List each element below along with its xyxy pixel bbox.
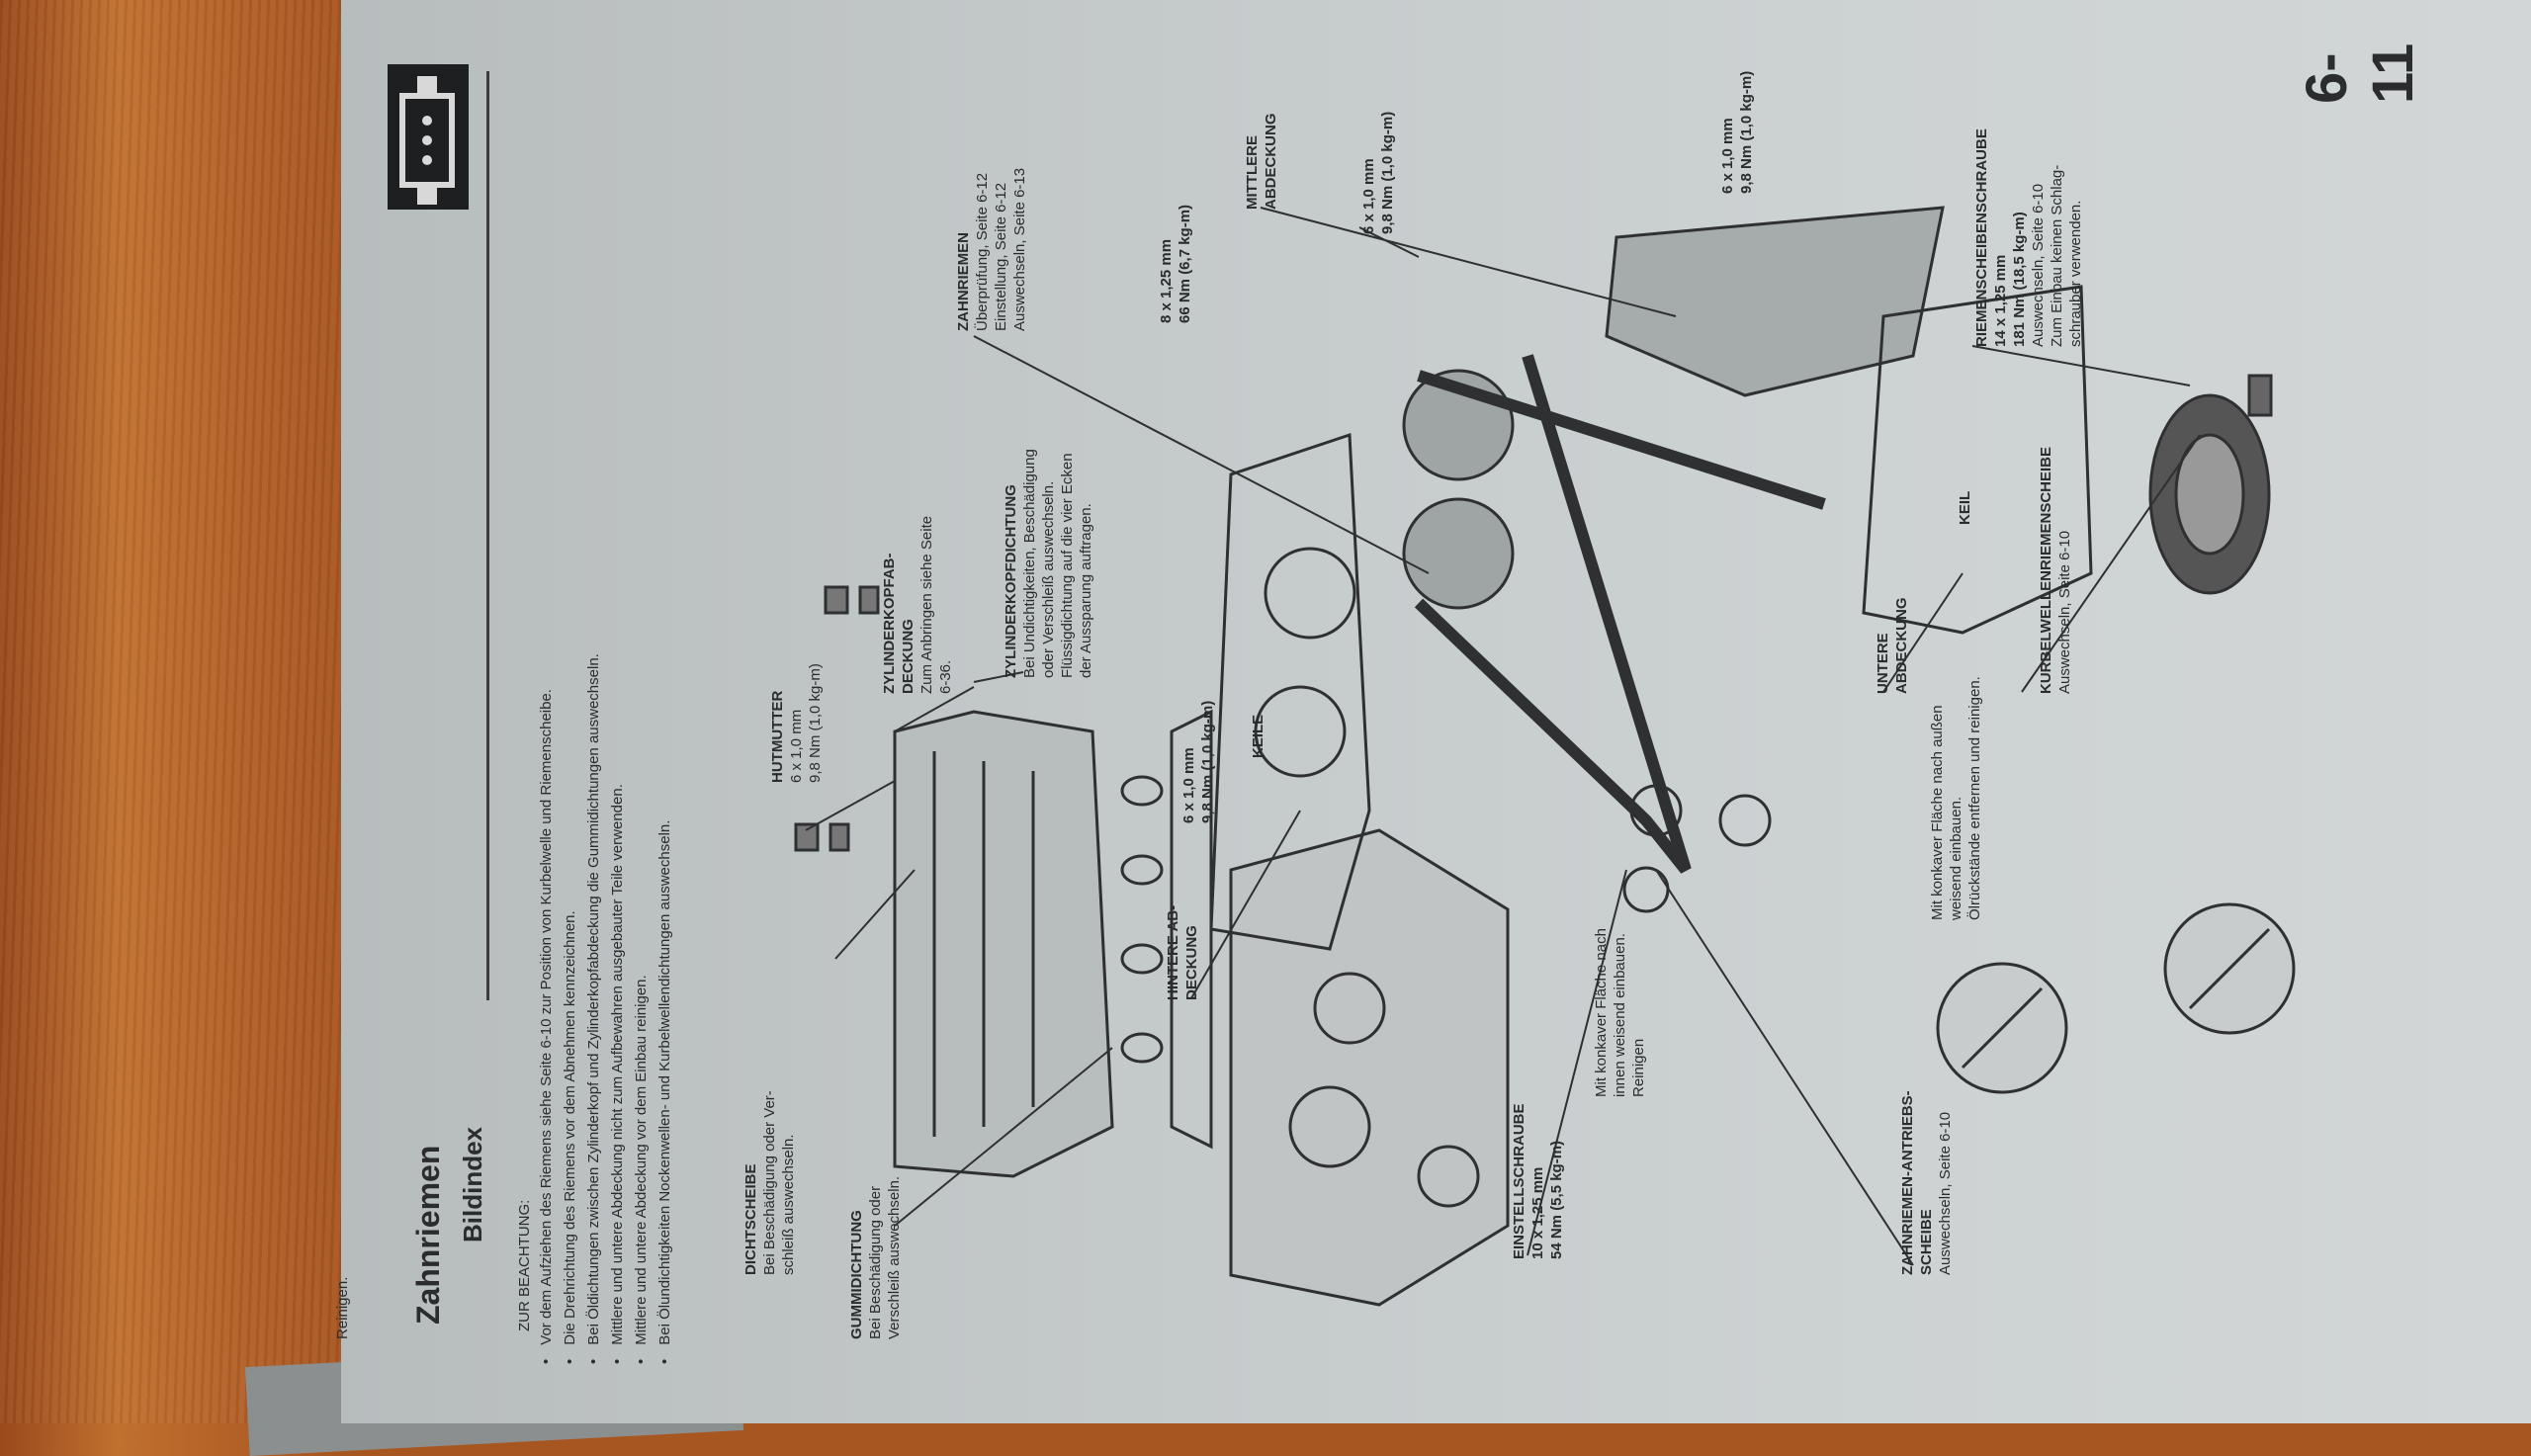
label-mittlere-abdeckung: MITTLERE ABDECKUNG bbox=[1244, 113, 1279, 211]
wooden-table-background bbox=[0, 0, 346, 1423]
label-konkav-aussen: Mit konkaver Fläche nach außen weisend e… bbox=[1929, 676, 1983, 920]
label-bolt-6x10: 6 x 1,0 mm 9,8 Nm (1,0 kg-m) bbox=[1360, 111, 1396, 234]
label-konkav-innen: Mit konkaver Fläche nach innen weisend e… bbox=[1593, 928, 1647, 1097]
label-bolt-6x10: 6 x 1,0 mm 9,8 Nm (1,0 kg-m) bbox=[1180, 700, 1216, 823]
label-zahnriemen: ZAHNRIEMEN Überprüfung, Seite 6-12 Einst… bbox=[955, 167, 1028, 331]
engine-block bbox=[1229, 828, 1510, 1307]
label-zylinderkopfabdeckung: ZYLINDERKOPFAB- DECKUNG Zum Anbringen si… bbox=[881, 515, 954, 694]
label-zylinderkopfdichtung: ZYLINDERKOPFDICHTUNG Bei Undichtigkeiten… bbox=[1003, 449, 1094, 678]
engine-icon bbox=[388, 64, 469, 210]
camshaft-pulley bbox=[1402, 497, 1515, 610]
middle-cover bbox=[1605, 206, 1945, 397]
label-kurbelwellenriemenscheibe: KURBELWELLENRIEMENSCHEIBE Auswechseln, S… bbox=[2038, 446, 2073, 694]
label-keile: KEILE bbox=[1250, 714, 1266, 758]
label-antriebsscheibe: ZAHNRIEMEN-ANTRIEBS- SCHEIBE Auswechseln… bbox=[1899, 1090, 1954, 1275]
manual-page: Zahnriemen Bildindex 6-11 ZUR BEACHTUNG:… bbox=[334, 0, 2531, 1423]
label-riemenscheibenschraube: RIEMENSCHEIBENSCHRAUBE 14 x 1,25 mm 181 … bbox=[1973, 128, 2084, 347]
cylinder-head-cover bbox=[893, 710, 1114, 1178]
label-dichtscheibe: DICHTSCHEIBE Bei Beschädigung oder Ver- … bbox=[742, 1090, 797, 1275]
label-reinigen: Reinigen. bbox=[334, 1276, 351, 1339]
lower-cover bbox=[1862, 285, 2093, 635]
pulley-bolt bbox=[2247, 374, 2273, 417]
label-hintere-abdeckung: HINTERE AB- DECKUNG bbox=[1165, 904, 1200, 1000]
label-bolt-8x125: 8 x 1,25 mm 66 Nm (6,7 kg-m) bbox=[1158, 204, 1193, 323]
timing-belt bbox=[1414, 354, 1826, 874]
label-einstellschraube: EINSTELLSCHRAUBE 10 x 1,25 mm 54 Nm (5,5… bbox=[1511, 1103, 1565, 1259]
label-hutmutter: HUTMUTTER 6 x 1,0 mm 9,8 Nm (1,0 kg-m) bbox=[769, 663, 824, 783]
label-gummidichtung: GUMMIDICHTUNG Bei Beschädigung oder Vers… bbox=[848, 1175, 903, 1339]
exploded-timing-belt-diagram bbox=[794, 206, 2296, 1307]
label-keil: KEIL bbox=[1957, 490, 1973, 525]
label-bolt-6x10: 6 x 1,0 mm 9,8 Nm (1,0 kg-m) bbox=[1719, 70, 1755, 194]
label-untere-abdeckung: UNTERE ABDECKUNG bbox=[1875, 597, 1910, 695]
